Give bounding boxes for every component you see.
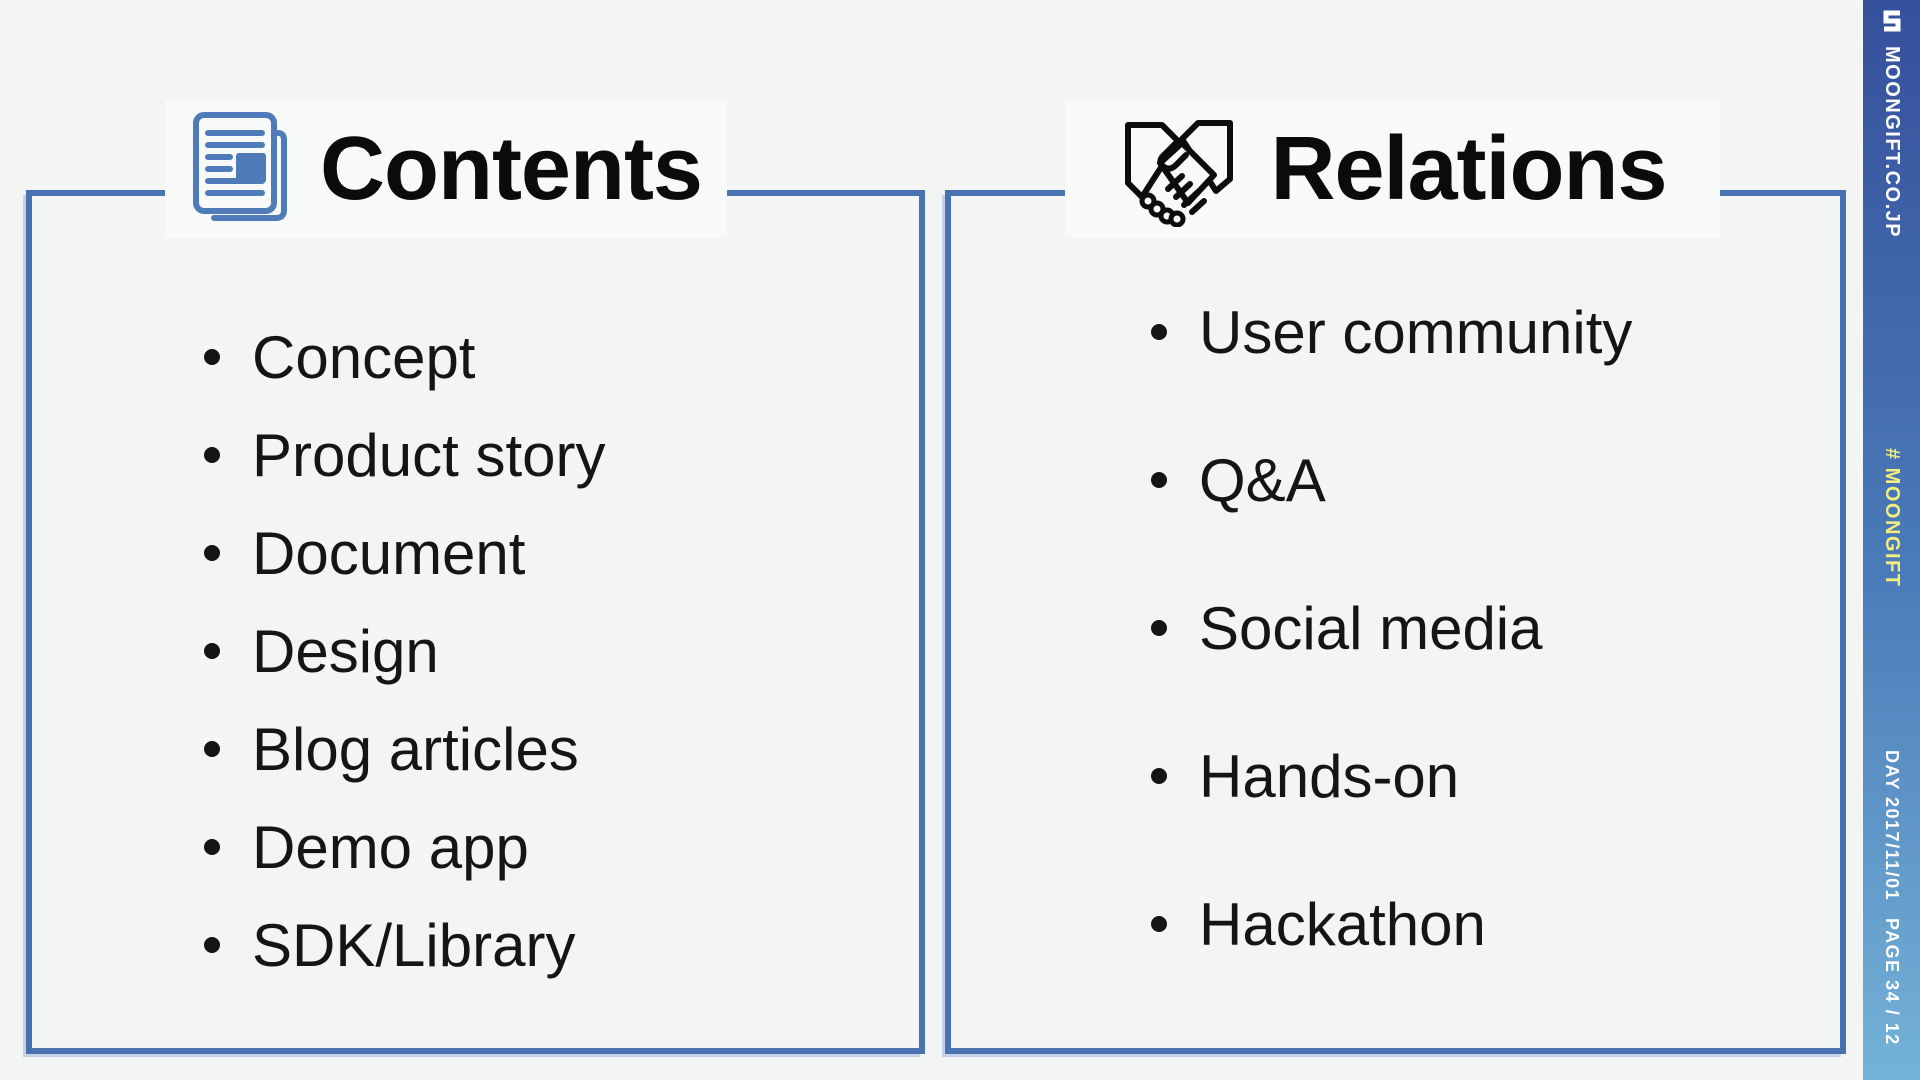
panel-title: Contents xyxy=(320,118,703,219)
sidebar-page-label: PAGE 34 / 12 xyxy=(1882,918,1902,1046)
list-item: SDK/Library xyxy=(204,896,605,994)
bullet-dot-icon xyxy=(204,545,220,561)
list-item-label: Concept xyxy=(252,323,476,391)
bullet-dot-icon xyxy=(204,937,220,953)
list-item-label: Demo app xyxy=(252,813,529,881)
panel-title: Relations xyxy=(1270,118,1667,219)
list-item: Social media xyxy=(1151,554,1632,702)
list-item-label: Blog articles xyxy=(252,715,579,783)
contents-list: Concept Product story Document Design Bl… xyxy=(204,308,605,994)
sidebar: MOONGIFT.CO.JP # MOONGIFT DAY 2017/11/01… xyxy=(1863,0,1920,1080)
list-item: Product story xyxy=(204,406,605,504)
relations-list: User community Q&A Social media Hands-on… xyxy=(1151,258,1632,998)
list-item: Hands-on xyxy=(1151,702,1632,850)
list-item-label: Document xyxy=(252,519,526,587)
list-item: Hackathon xyxy=(1151,850,1632,998)
relations-panel: User community Q&A Social media Hands-on… xyxy=(945,190,1846,1054)
bullet-dot-icon xyxy=(204,349,220,365)
list-item: Blog articles xyxy=(204,700,605,798)
list-item-label: Social media xyxy=(1199,594,1543,662)
list-item: Demo app xyxy=(204,798,605,896)
bullet-dot-icon xyxy=(1151,472,1167,488)
list-item-label: SDK/Library xyxy=(252,911,576,979)
list-item: Design xyxy=(204,602,605,700)
list-item: User community xyxy=(1151,258,1632,406)
handshake-icon xyxy=(1125,120,1234,227)
bullet-dot-icon xyxy=(1151,620,1167,636)
contents-panel: Concept Product story Document Design Bl… xyxy=(26,190,925,1054)
bullet-dot-icon xyxy=(1151,768,1167,784)
bullet-dot-icon xyxy=(204,643,220,659)
list-item: Document xyxy=(204,504,605,602)
bullet-dot-icon xyxy=(204,741,220,757)
list-item-label: Product story xyxy=(252,421,606,489)
list-item-label: Q&A xyxy=(1199,446,1326,514)
newspaper-icon xyxy=(193,112,287,221)
sidebar-day-label: DAY 2017/11/01 xyxy=(1882,750,1902,902)
sidebar-domain-label: MOONGIFT.CO.JP xyxy=(1881,46,1903,239)
contents-title-box: Contents xyxy=(165,100,727,238)
sidebar-hashtag-label: # MOONGIFT xyxy=(1881,448,1903,588)
list-item-label: Hackathon xyxy=(1199,890,1486,958)
list-item: Concept xyxy=(204,308,605,406)
bullet-dot-icon xyxy=(1151,916,1167,932)
bullet-dot-icon xyxy=(204,839,220,855)
list-item-label: Design xyxy=(252,617,439,685)
moongift-logo-icon xyxy=(1883,10,1900,32)
bullet-dot-icon xyxy=(1151,324,1167,340)
list-item: Q&A xyxy=(1151,406,1632,554)
relations-title-box: Relations xyxy=(1065,100,1720,238)
bullet-dot-icon xyxy=(204,447,220,463)
list-item-label: User community xyxy=(1199,298,1633,366)
list-item-label: Hands-on xyxy=(1199,742,1460,810)
